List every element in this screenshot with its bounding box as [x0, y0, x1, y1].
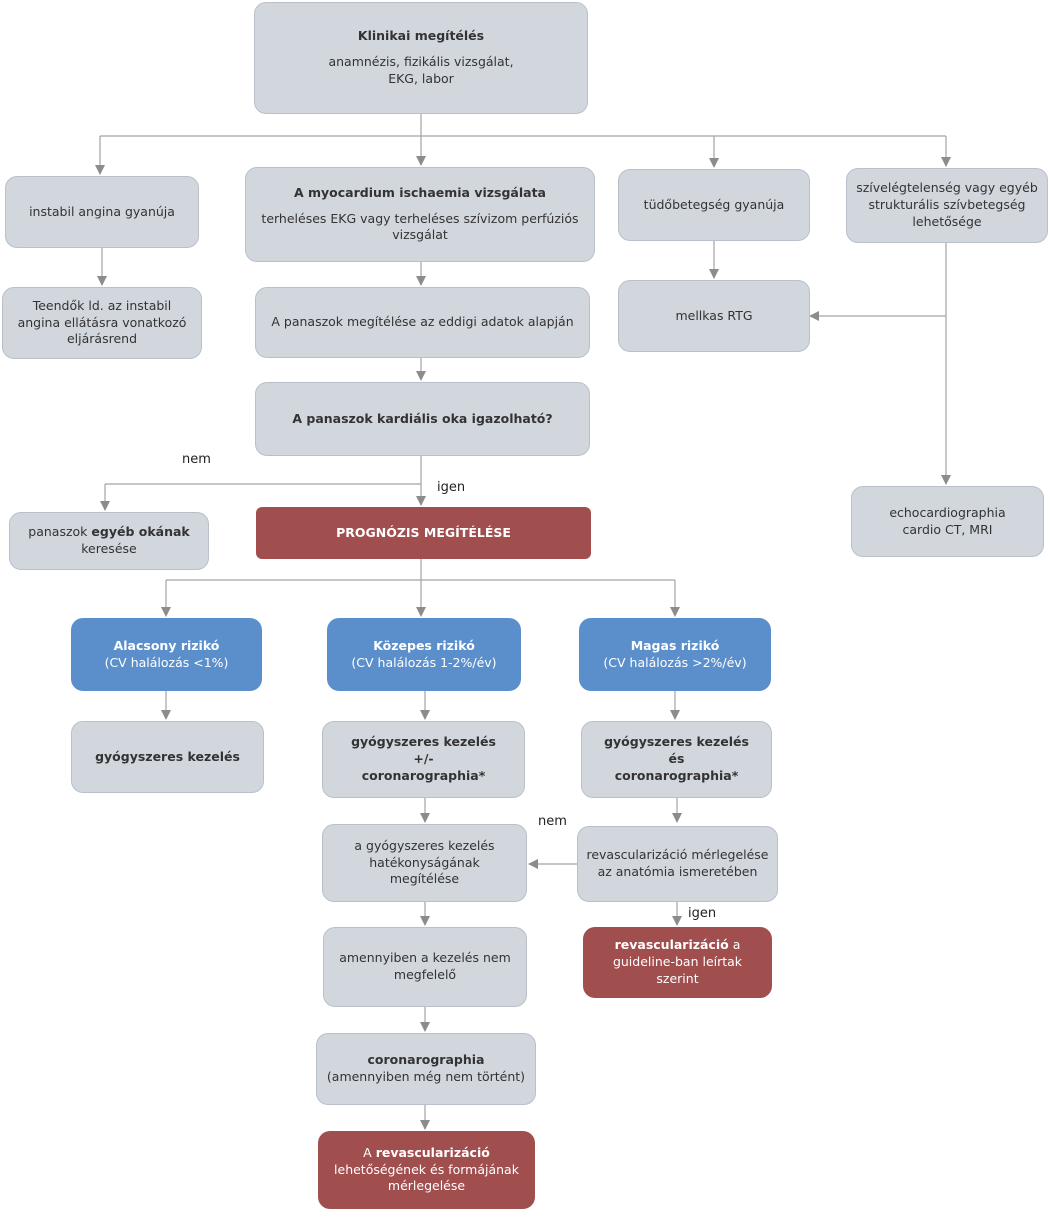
node-text: keresése — [81, 541, 137, 556]
node-title: és — [668, 751, 685, 767]
node-title: Klinikai megítélés — [357, 28, 485, 44]
node-text: anamnézis, fizikális vizsgálat, — [328, 54, 514, 70]
node-text: strukturális szívbetegség — [868, 197, 1026, 213]
node-text: szívelégtelenség vagy egyéb — [856, 180, 1038, 196]
node-coronarography: coronarographia (amennyiben még nem tört… — [316, 1033, 536, 1105]
node-prognosis: PROGNÓZIS MEGÍTÉLÉSE — [256, 507, 591, 559]
node-title: Alacsony rizikó — [113, 637, 220, 653]
node-lung-disease: tüdőbetegség gyanúja — [618, 169, 810, 241]
node-text: echocardiographia — [889, 504, 1006, 520]
node-text: A panaszok megítélése az eddigi adatok a… — [271, 314, 574, 330]
node-ischemia-test: A myocardium ischaemia vizsgálata terhel… — [245, 167, 595, 262]
node-medium-risk: Közepes rizikó (CV halálozás 1-2%/év) — [327, 618, 521, 691]
node-text: az anatómia ismeretében — [597, 864, 758, 879]
node-high-risk: Magas rizikó (CV halálozás >2%/év) — [579, 618, 771, 691]
node-text: revascularizáció mérlegelése — [586, 847, 769, 863]
node-text: (CV halálozás >2%/év) — [603, 654, 747, 670]
node-title: +/- — [413, 751, 434, 767]
node-text: Teendők ld. az instabil — [32, 297, 172, 313]
node-title: coronarographia — [367, 1052, 485, 1068]
node-text: revascularizáció a — [615, 937, 741, 954]
node-text: angina ellátásra vonatkozó — [17, 314, 187, 330]
node-title: coronarographia* — [361, 767, 486, 783]
edge-label-no: nem — [182, 452, 211, 467]
node-text: vizsgálat — [392, 227, 448, 243]
node-revascularization-final: A revascularizáció lehetőségének és form… — [318, 1131, 535, 1209]
node-title: gyógyszeres kezelés — [95, 748, 240, 764]
node-text: megítélése — [389, 871, 460, 887]
node-title: PROGNÓZIS MEGÍTÉLÉSE — [336, 524, 511, 540]
node-text: terheléses EKG vagy terheléses szívizom … — [261, 210, 579, 226]
node-text: lehetőségének és formájának — [334, 1161, 519, 1177]
edge-label-yes: igen — [437, 480, 466, 495]
node-text: eljárásrend — [66, 331, 138, 347]
node-medium-treatment: gyógyszeres kezelés +/- coronarographia* — [322, 721, 525, 798]
node-echocardiography: echocardiographia cardio CT, MRI — [851, 486, 1044, 557]
node-text: mellkas RTG — [675, 307, 753, 323]
node-complaints-evaluation: A panaszok megítélése az eddigi adatok a… — [255, 287, 590, 358]
node-text: lehetősége — [912, 213, 982, 229]
node-low-risk: Alacsony rizikó (CV halálozás <1%) — [71, 618, 262, 691]
node-text: amennyiben a kezelés nem — [339, 950, 511, 966]
node-title: gyógyszeres kezelés — [604, 734, 749, 750]
node-text: cardio CT, MRI — [902, 521, 993, 537]
node-text: guideline-ban leírtak — [612, 954, 743, 970]
node-clinical-assessment: Klinikai megítélés anamnézis, fizikális … — [254, 2, 588, 114]
node-text-plain: A — [363, 1144, 376, 1160]
node-heart-failure: szívelégtelenség vagy egyéb strukturális… — [846, 168, 1048, 243]
node-text: szerint — [656, 970, 699, 986]
node-text-bold: egyéb okának — [91, 524, 190, 540]
node-text: EKG, labor — [388, 70, 454, 86]
node-text: (amennyiben még nem történt) — [326, 1069, 526, 1084]
node-title: A panaszok kardiális oka igazolható? — [292, 410, 553, 426]
node-text-bold: revascularizáció — [614, 937, 729, 953]
node-unstable-angina: instabil angina gyanúja — [5, 176, 199, 248]
node-text: mérlegelése — [387, 1178, 466, 1194]
node-title: A myocardium ischaemia vizsgálata — [293, 184, 546, 200]
node-unstable-angina-protocol: Teendők ld. az instabil angina ellátásra… — [2, 287, 202, 359]
node-low-treatment: gyógyszeres kezelés — [71, 721, 264, 793]
node-title: coronarographia* — [614, 767, 739, 783]
node-title: Közepes rizikó — [373, 637, 475, 653]
node-text: megfelelő — [393, 967, 457, 982]
node-text: instabil angina gyanúja — [29, 203, 175, 219]
node-treatment-inadequate: amennyiben a kezelés nem megfelelő — [323, 927, 527, 1007]
node-text: panaszok egyéb okának — [28, 524, 189, 541]
node-text: a gyógyszeres kezelés — [354, 837, 495, 853]
node-text: (CV halálozás <1%) — [104, 654, 229, 670]
node-text: tüdőbetegség gyanúja — [643, 196, 785, 212]
node-high-treatment: gyógyszeres kezelés és coronarographia* — [581, 721, 772, 798]
node-title: gyógyszeres kezelés — [351, 734, 496, 750]
edge-label-yes: igen — [688, 906, 717, 921]
edge-label-no: nem — [538, 814, 567, 829]
node-text: hatékonyságának — [369, 854, 480, 870]
node-treatment-efficacy: a gyógyszeres kezelés hatékonyságának me… — [322, 824, 527, 902]
node-chest-xray: mellkas RTG — [618, 280, 810, 352]
node-revascularization-consideration: revascularizáció mérlegelése az anatómia… — [577, 826, 778, 902]
node-text-bold: revascularizáció — [375, 1144, 490, 1160]
node-cardiac-cause-question: A panaszok kardiális oka igazolható? — [255, 382, 590, 456]
node-text: A revascularizáció — [363, 1145, 490, 1162]
node-text: (CV halálozás 1-2%/év) — [351, 654, 497, 670]
node-other-causes: panaszok egyéb okának keresése — [9, 512, 209, 570]
node-revascularization-guideline: revascularizáció a guideline-ban leírtak… — [583, 927, 772, 998]
node-text-plain: panaszok — [28, 524, 92, 540]
node-title: Magas rizikó — [630, 637, 720, 653]
node-text-plain: a — [728, 937, 741, 953]
